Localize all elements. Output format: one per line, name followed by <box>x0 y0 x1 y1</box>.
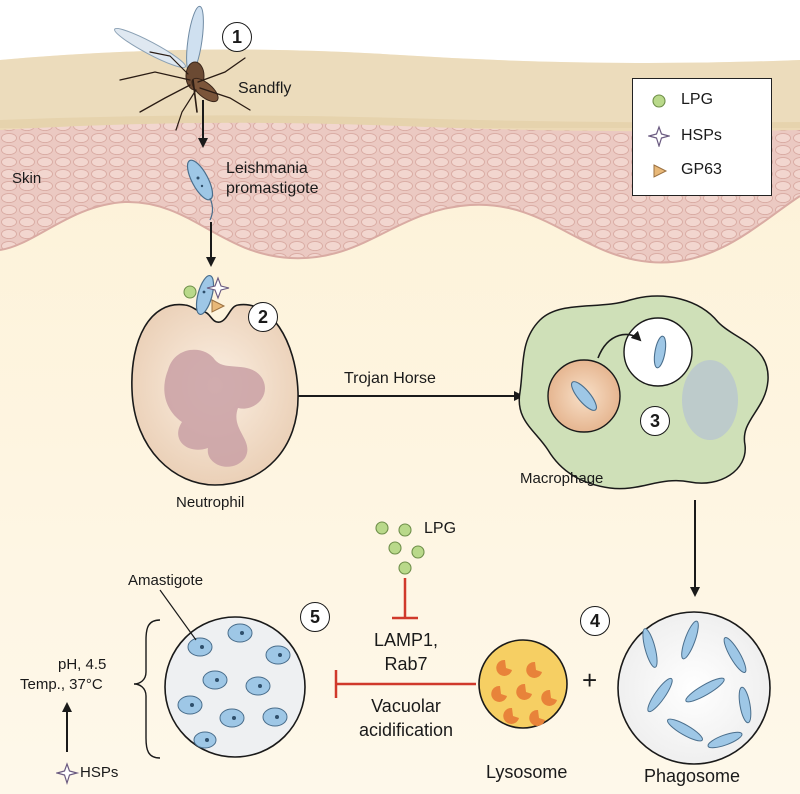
legend-hsps-icon <box>648 125 670 147</box>
neutrophil-label: Neutrophil <box>176 494 245 511</box>
promastigote-icon <box>186 159 214 221</box>
step-4-badge: 4 <box>580 606 610 636</box>
neutrophil-cell <box>131 303 299 486</box>
lpg-cluster <box>375 521 425 575</box>
gp63-triangle-icon <box>211 299 226 313</box>
sandfly-label: Sandfly <box>238 80 292 97</box>
step-5-badge: 5 <box>300 602 330 632</box>
rab7-label: Rab7 <box>384 654 428 674</box>
lysosome <box>478 639 568 729</box>
skin-label: Skin <box>12 170 42 187</box>
legend-lpg-label: LPG <box>681 91 714 108</box>
dermis-layer <box>0 122 800 263</box>
legend-box: LPG HSPs GP63 <box>632 78 772 196</box>
plus-sign: + <box>582 665 598 695</box>
lpg-label: LPG <box>424 520 457 537</box>
legend-gp63-label: GP63 <box>681 161 722 178</box>
trojan-horse-label: Trojan Horse <box>344 370 436 387</box>
hsp-star-icon <box>206 276 230 300</box>
vacuolar-label-line1: Vacuolar <box>371 696 441 716</box>
legend-hsps-label: HSPs <box>681 127 722 144</box>
hsps-bottom-label: HSPs <box>80 764 119 781</box>
legend-gp63-icon <box>653 164 668 178</box>
ph-label: pH, 4.5 <box>58 656 107 673</box>
promastigote-label-line2: promastigote <box>226 180 319 197</box>
entering-promastigote-icon <box>183 274 230 316</box>
inhibition-acidification <box>334 670 476 698</box>
bracket <box>133 619 161 759</box>
phagosome <box>617 611 771 765</box>
macrophage-label: Macrophage <box>520 470 604 487</box>
lysosome-label: Lysosome <box>486 762 568 782</box>
amastigote-label: Amastigote <box>128 572 204 589</box>
macrophage-cell <box>518 295 769 490</box>
promastigote-label-line1: Leishmania <box>226 160 308 177</box>
lpg-molecule <box>183 285 197 299</box>
legend-lpg-icon <box>652 94 666 108</box>
amastigote-vacuole <box>159 589 306 758</box>
lamp1-label: LAMP1, <box>373 630 439 650</box>
step-1-badge: 1 <box>222 22 252 52</box>
vacuolar-label-line2: acidification <box>358 720 454 740</box>
hsp-star-small-icon <box>56 762 80 786</box>
sandfly-icon <box>114 5 251 131</box>
step-3-badge: 3 <box>640 406 670 436</box>
phagosome-label: Phagosome <box>644 766 741 786</box>
temp-label: Temp., 37°C <box>20 676 103 693</box>
inhibition-lpg <box>392 578 418 620</box>
step-2-badge: 2 <box>248 302 278 332</box>
